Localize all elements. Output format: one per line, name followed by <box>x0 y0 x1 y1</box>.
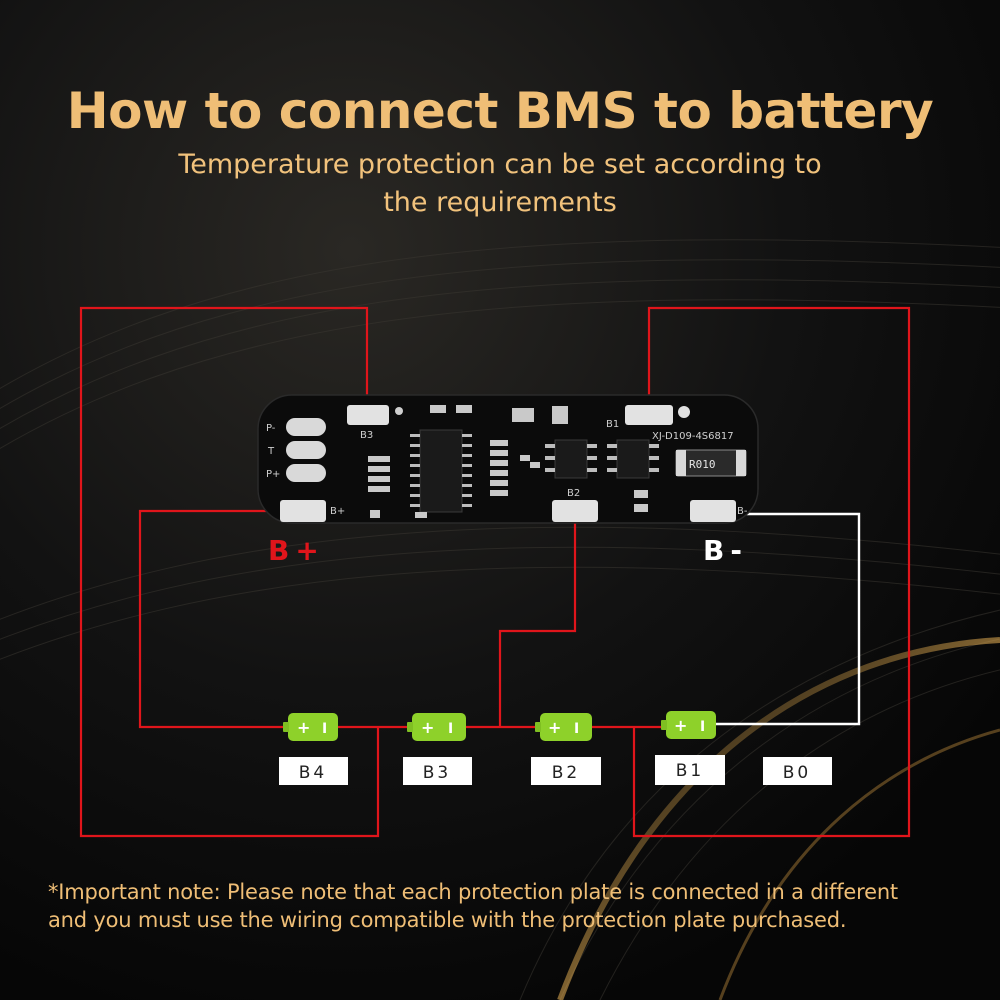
battery-cell-b3: + I <box>407 713 466 741</box>
cell-label-b0-text: B0 <box>783 763 811 783</box>
cell-label-b2-text: B2 <box>552 763 580 783</box>
pad-b1 <box>625 405 673 425</box>
board-model-text: XJ-D109-4S6817 <box>652 431 734 442</box>
cell-label-b4-text: B4 <box>299 763 327 783</box>
chip-mosfet-2 <box>616 439 650 479</box>
wire-b-plus <box>138 509 290 729</box>
cell-label-b0: B0 <box>763 757 832 785</box>
terminal-b-minus-label: B- <box>703 534 748 567</box>
important-note-line-1: *Important note: Please note that each p… <box>48 880 898 904</box>
terminal-b-plus-label: B+ <box>268 534 325 567</box>
label-b1: B1 <box>606 419 619 430</box>
battery-cell-b4: + I <box>283 713 338 741</box>
wire-b3 <box>79 306 380 838</box>
resistor-label: R010 <box>689 458 716 471</box>
pad-t <box>286 441 326 459</box>
label-b-plus: B+ <box>330 506 345 517</box>
battery-cell-b1: + I <box>661 711 716 739</box>
cell-label-b1: B1 <box>655 755 725 785</box>
pad-b-minus <box>690 500 736 522</box>
cell-minus-sign: I <box>448 721 453 737</box>
cell-label-b1-text: B1 <box>676 761 704 781</box>
chip-mosfet-1 <box>554 439 588 479</box>
pad-p-plus <box>286 464 326 482</box>
label-t: T <box>267 446 275 457</box>
label-p-minus: P- <box>266 423 276 434</box>
wire-b1 <box>632 306 911 838</box>
wire-b2 <box>498 520 577 727</box>
subtitle-line-2: the requirements <box>383 187 617 218</box>
red-wires <box>79 306 911 838</box>
wire-b-minus <box>716 512 861 726</box>
cell-plus-sign: + <box>421 718 434 737</box>
cell-label-b4: B4 <box>279 757 348 785</box>
label-b3: B3 <box>360 430 373 441</box>
label-b-minus: B- <box>737 506 748 517</box>
page-subtitle: Temperature protection can be set accord… <box>130 146 870 222</box>
label-b2: B2 <box>567 488 580 499</box>
chip-main-ic <box>419 429 463 513</box>
battery-cell-b2: + I <box>535 713 592 741</box>
pad-b2 <box>552 500 598 522</box>
cell-minus-sign: I <box>700 719 705 735</box>
bms-board: P- T P+ B3 B1 B2 B+ B- <box>257 394 759 524</box>
pad-b3 <box>347 405 389 425</box>
cell-label-b3-text: B3 <box>423 763 451 783</box>
pad-b-plus <box>280 500 326 522</box>
cell-minus-sign: I <box>322 721 327 737</box>
cell-label-b3: B3 <box>403 757 472 785</box>
important-note-line-2: and you must use the wiring compatible w… <box>48 908 847 932</box>
cell-plus-sign: + <box>674 716 687 735</box>
subtitle-line-1: Temperature protection can be set accord… <box>178 149 822 180</box>
pad-p-minus <box>286 418 326 436</box>
cell-plus-sign: + <box>548 718 561 737</box>
important-note: *Important note: Please note that each p… <box>48 878 978 934</box>
page-title: How to connect BMS to battery <box>66 82 934 140</box>
cell-plus-sign: + <box>297 718 310 737</box>
label-p-plus: P+ <box>266 469 280 480</box>
cell-label-b2: B2 <box>531 757 601 785</box>
cell-minus-sign: I <box>574 721 579 737</box>
